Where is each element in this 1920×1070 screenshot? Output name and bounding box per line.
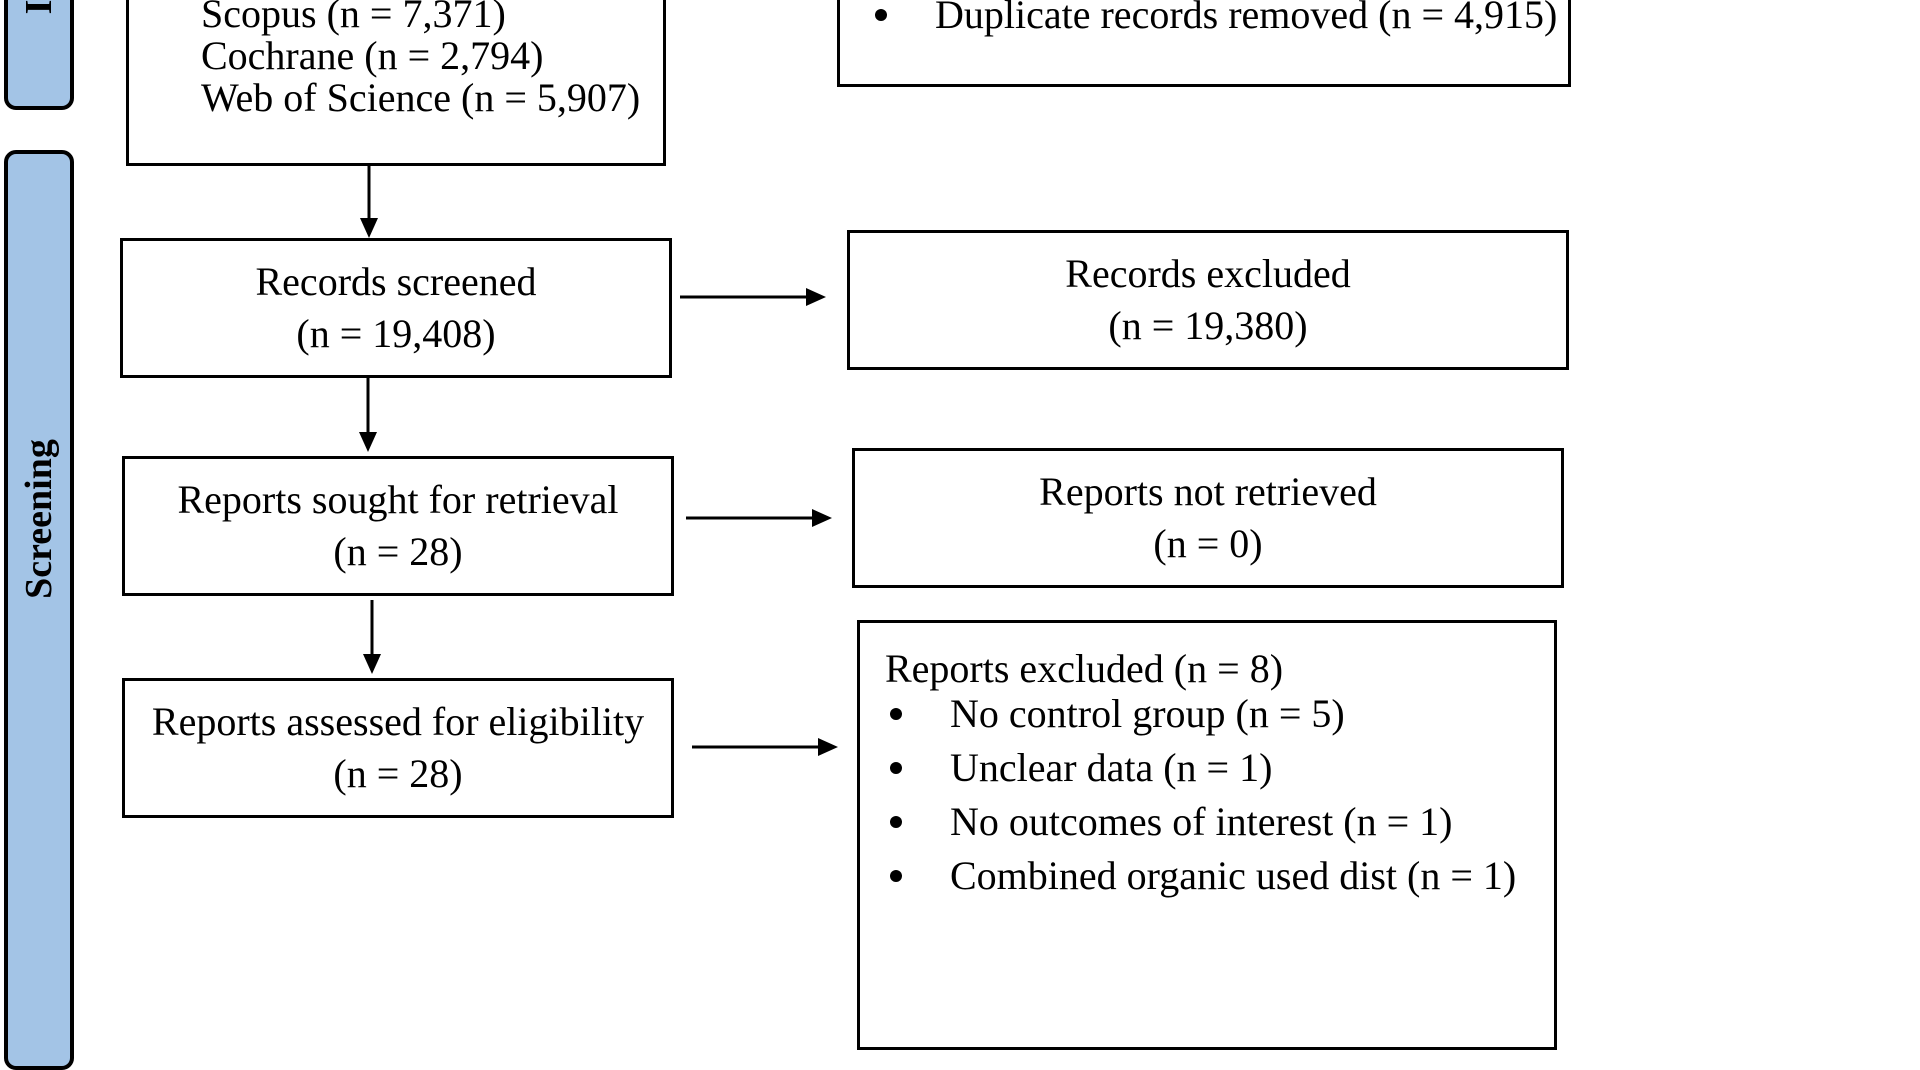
reports-assessed-title: Reports assessed for eligibility bbox=[151, 699, 645, 744]
database-web-of-science: Web of Science (n = 5,907) bbox=[201, 75, 641, 120]
reports-excluded-box: Reports excluded (n = 8) No control grou… bbox=[857, 620, 1557, 1050]
database-scopus: Scopus (n = 7,371) bbox=[201, 0, 506, 36]
screening-phase-label: Screening bbox=[4, 150, 74, 1070]
exclusion-reason: Unclear data (n = 1) bbox=[880, 741, 1516, 795]
reports-assessed-count: (n = 28) bbox=[333, 751, 463, 796]
exclusion-reason: No outcomes of interest (n = 1) bbox=[880, 795, 1516, 849]
records-screened-title: Records screened bbox=[255, 259, 537, 304]
flow-arrows bbox=[359, 166, 838, 756]
records-identified-box: Scopus (n = 7,371) Cochrane (n = 2,794) … bbox=[126, 0, 666, 166]
records-excluded-count: (n = 19,380) bbox=[1108, 303, 1308, 348]
reports-not-retrieved-title: Reports not retrieved bbox=[1039, 469, 1377, 514]
exclusion-reasons-list: No control group (n = 5) Unclear data (n… bbox=[880, 687, 1516, 903]
reports-sought-count: (n = 28) bbox=[333, 529, 463, 574]
reports-not-retrieved-box: Reports not retrieved (n = 0) bbox=[852, 448, 1564, 588]
database-cochrane: Cochrane (n = 2,794) bbox=[201, 33, 544, 78]
exclusion-reason: No control group (n = 5) bbox=[880, 687, 1516, 741]
reports-sought-box: Reports sought for retrieval (n = 28) bbox=[122, 456, 674, 596]
exclusion-reason: Combined organic used dist (n = 1) bbox=[880, 849, 1516, 903]
records-excluded-box: Records excluded (n = 19,380) bbox=[847, 230, 1569, 370]
reports-assessed-box: Reports assessed for eligibility (n = 28… bbox=[122, 678, 674, 818]
identification-phase-label: I bbox=[4, 0, 74, 110]
reports-not-retrieved-count: (n = 0) bbox=[1153, 521, 1263, 566]
reports-excluded-title: Reports excluded (n = 8) bbox=[885, 646, 1284, 691]
records-excluded-title: Records excluded bbox=[1065, 251, 1351, 296]
records-removed-box: Duplicate records removed (n = 4,915) bbox=[837, 0, 1571, 87]
duplicate-records-removed: Duplicate records removed (n = 4,915) bbox=[865, 0, 1557, 42]
records-removed-list: Duplicate records removed (n = 4,915) bbox=[865, 0, 1557, 42]
reports-sought-title: Reports sought for retrieval bbox=[177, 477, 619, 522]
records-screened-box: Records screened (n = 19,408) bbox=[120, 238, 672, 378]
records-screened-count: (n = 19,408) bbox=[296, 311, 496, 356]
